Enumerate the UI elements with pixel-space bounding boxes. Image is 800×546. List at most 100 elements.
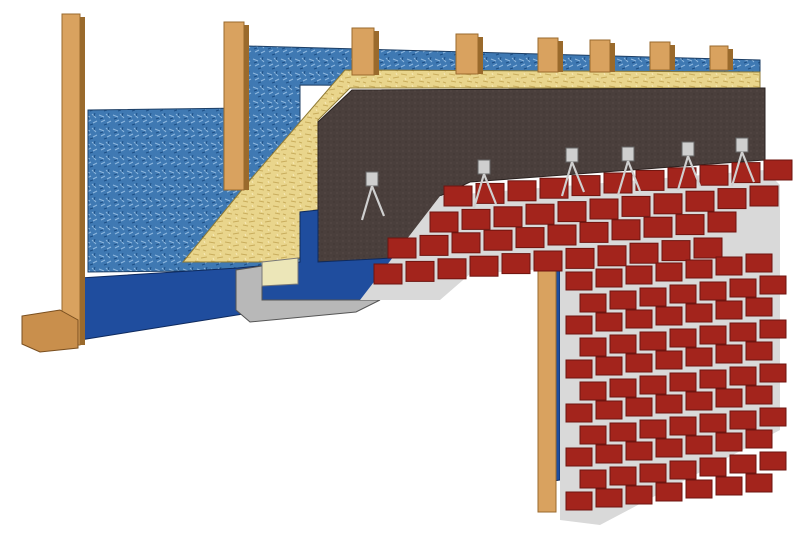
brick bbox=[539, 177, 569, 199]
stud-side bbox=[374, 31, 379, 75]
brick bbox=[625, 441, 653, 461]
brick bbox=[699, 457, 727, 477]
brick bbox=[609, 290, 637, 310]
stud-side bbox=[558, 41, 563, 72]
brick bbox=[625, 309, 653, 329]
brick bbox=[669, 460, 697, 480]
tie-plate bbox=[365, 171, 379, 187]
brick bbox=[443, 185, 473, 207]
brick bbox=[707, 211, 737, 233]
brick bbox=[715, 256, 743, 276]
brick bbox=[759, 451, 787, 471]
tie-plate bbox=[735, 137, 749, 153]
sill-plate bbox=[21, 309, 79, 353]
brick bbox=[483, 229, 513, 251]
tie-wire bbox=[560, 161, 586, 197]
brick bbox=[745, 297, 773, 317]
brick bbox=[571, 175, 601, 197]
brick bbox=[749, 185, 779, 207]
brick bbox=[469, 255, 499, 277]
brick bbox=[655, 262, 683, 282]
brick bbox=[609, 378, 637, 398]
brick bbox=[655, 482, 683, 502]
brick bbox=[501, 253, 531, 275]
brick bbox=[655, 350, 683, 370]
brick bbox=[579, 221, 609, 243]
brick bbox=[661, 240, 691, 262]
brick bbox=[685, 190, 715, 212]
brick bbox=[639, 331, 667, 351]
stud-5 bbox=[537, 37, 559, 73]
stud-side bbox=[610, 43, 615, 72]
brick bbox=[405, 260, 435, 282]
brick bbox=[595, 400, 623, 420]
brick bbox=[625, 353, 653, 373]
brick bbox=[685, 303, 713, 323]
brick bbox=[729, 322, 757, 342]
brick bbox=[387, 237, 417, 259]
brick bbox=[669, 328, 697, 348]
brick bbox=[597, 245, 627, 267]
tie-wire bbox=[472, 173, 498, 209]
brick bbox=[653, 193, 683, 215]
brick bbox=[669, 416, 697, 436]
brick bbox=[717, 188, 747, 210]
brick bbox=[685, 479, 713, 499]
stud-side bbox=[728, 49, 733, 70]
stud-4 bbox=[455, 33, 479, 75]
brick bbox=[639, 419, 667, 439]
brick bbox=[693, 237, 723, 259]
brick bbox=[611, 219, 641, 241]
brick bbox=[565, 315, 593, 335]
brick bbox=[745, 341, 773, 361]
brick bbox=[715, 300, 743, 320]
brick bbox=[595, 488, 623, 508]
brick bbox=[745, 429, 773, 449]
brick bbox=[745, 253, 773, 273]
lintel-angle-end bbox=[261, 257, 299, 287]
brick bbox=[451, 232, 481, 254]
brick bbox=[625, 485, 653, 505]
brick bbox=[685, 347, 713, 367]
brick bbox=[699, 164, 729, 186]
brick bbox=[745, 385, 773, 405]
stud-side bbox=[244, 25, 249, 190]
brick bbox=[579, 381, 607, 401]
tie-plate bbox=[477, 159, 491, 175]
brick bbox=[763, 159, 793, 181]
stud-6 bbox=[589, 39, 611, 73]
brick bbox=[685, 391, 713, 411]
brick bbox=[579, 469, 607, 489]
brick bbox=[759, 319, 787, 339]
brick bbox=[715, 388, 743, 408]
brick bbox=[629, 242, 659, 264]
brick bbox=[533, 250, 563, 272]
brick bbox=[655, 438, 683, 458]
brick bbox=[579, 425, 607, 445]
brick bbox=[729, 366, 757, 386]
brick bbox=[639, 375, 667, 395]
stud-1 bbox=[61, 13, 81, 346]
brick bbox=[565, 359, 593, 379]
stud-2 bbox=[223, 21, 245, 191]
brick bbox=[699, 325, 727, 345]
wood-studs bbox=[61, 13, 733, 513]
brick bbox=[669, 372, 697, 392]
brick bbox=[603, 172, 633, 194]
brick bbox=[759, 407, 787, 427]
brick bbox=[759, 363, 787, 383]
brick bbox=[635, 169, 665, 191]
brick bbox=[437, 258, 467, 280]
tie-plate bbox=[565, 147, 579, 163]
brick bbox=[565, 447, 593, 467]
brick bbox=[589, 198, 619, 220]
brick bbox=[729, 410, 757, 430]
brick bbox=[729, 454, 757, 474]
brick bbox=[595, 312, 623, 332]
brick bbox=[639, 463, 667, 483]
brick bbox=[669, 284, 697, 304]
brick bbox=[565, 403, 593, 423]
brick bbox=[759, 275, 787, 295]
brick bbox=[643, 216, 673, 238]
